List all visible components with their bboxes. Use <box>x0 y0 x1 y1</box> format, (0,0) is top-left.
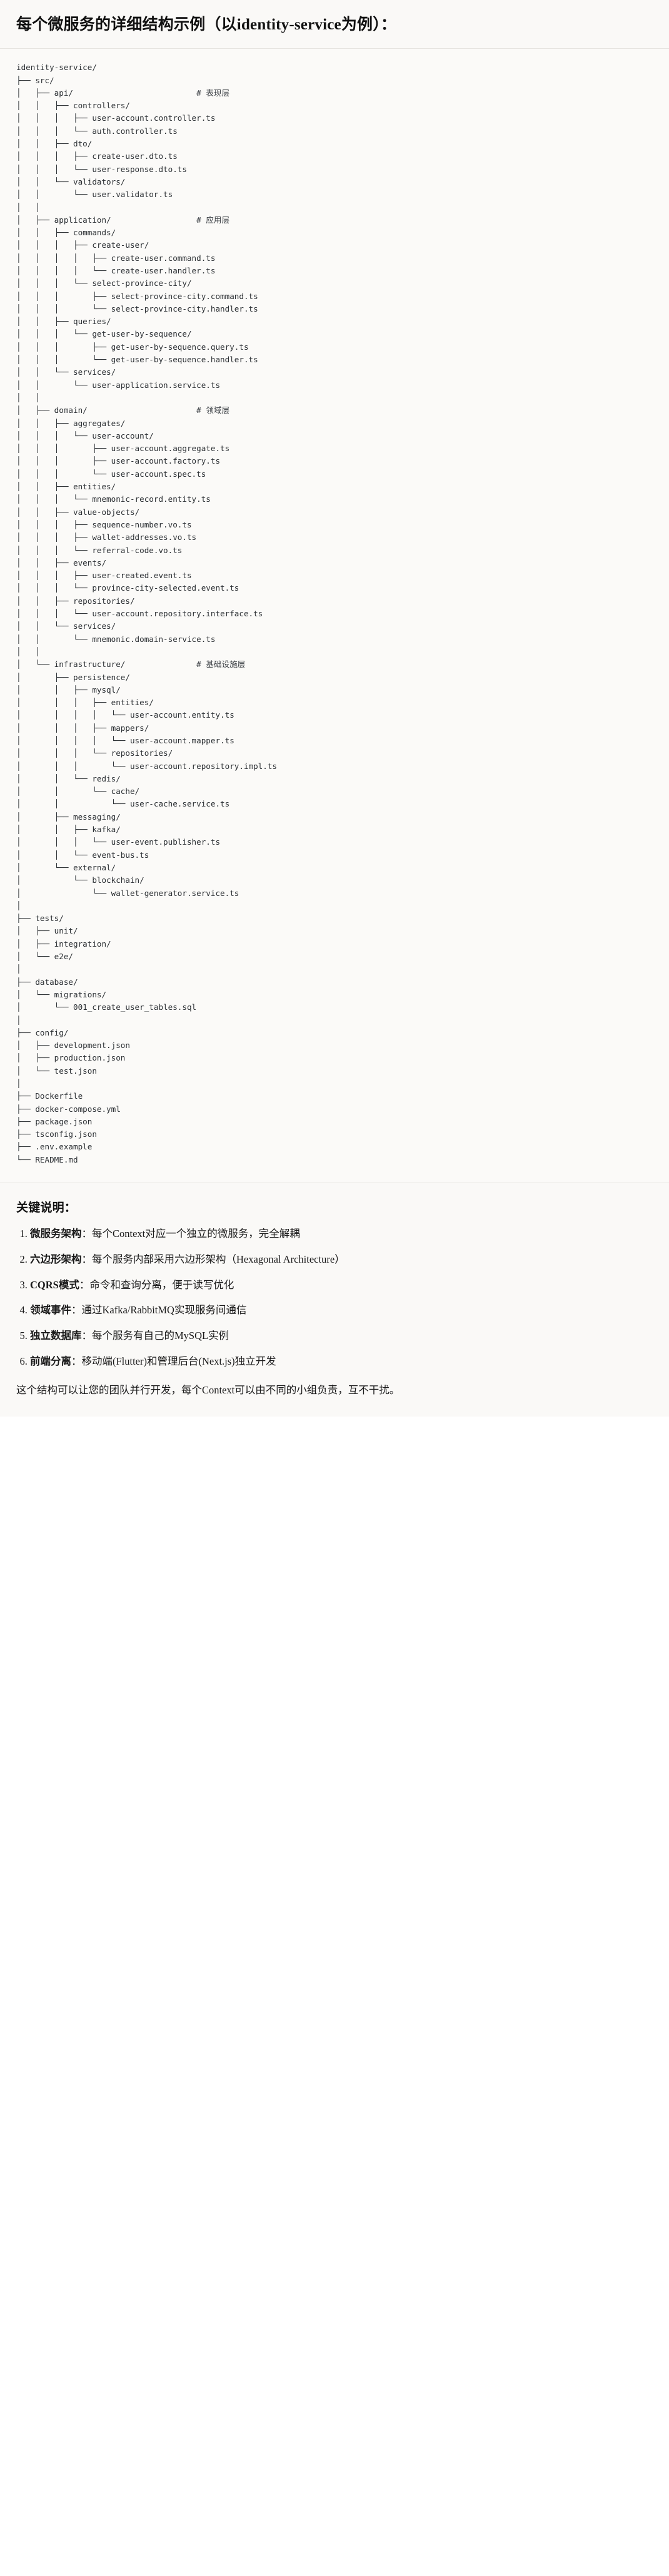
tree-layer-comment: # 表现层 <box>196 88 230 98</box>
key-note-description: 每个服务内部采用六边形架构（Hexagonal Architecture） <box>92 1253 345 1265</box>
key-note-term: 独立数据库 <box>30 1330 82 1342</box>
key-note-term: 微服务架构 <box>30 1228 82 1240</box>
key-note-item: 独立数据库：每个服务有自己的MySQL实例 <box>30 1328 653 1344</box>
page-title: 每个微服务的详细结构示例（以identity-service为例）： <box>16 16 397 33</box>
key-note-separator: ： <box>71 1355 82 1367</box>
key-notes-section: 关键说明： 微服务架构：每个Context对应一个独立的微服务，完全解耦六边形架… <box>0 1183 669 1417</box>
key-note-description: 通过Kafka/RabbitMQ实现服务间通信 <box>81 1304 247 1316</box>
tree-layer-comment: # 领域层 <box>196 405 230 415</box>
directory-tree-block: identity-service/ ├── src/ │ ├── api/ # … <box>0 49 669 1184</box>
key-note-term: 六边形架构 <box>30 1253 82 1265</box>
key-note-term: 领域事件 <box>30 1304 71 1316</box>
tree-layer-comment: # 基础设施层 <box>196 659 246 669</box>
key-note-term: 前端分离 <box>30 1355 71 1367</box>
directory-tree: identity-service/ ├── src/ │ ├── api/ # … <box>16 63 278 1164</box>
key-note-item: 微服务架构：每个Context对应一个独立的微服务，完全解耦 <box>30 1226 653 1242</box>
key-note-item: 领域事件：通过Kafka/RabbitMQ实现服务间通信 <box>30 1303 653 1318</box>
tree-layer-comment: # 应用层 <box>196 215 230 225</box>
key-note-separator: ： <box>81 1253 93 1265</box>
key-note-description: 命令和查询分离，便于读写优化 <box>89 1278 234 1291</box>
key-notes-list: 微服务架构：每个Context对应一个独立的微服务，完全解耦六边形架构：每个服务… <box>16 1226 653 1370</box>
key-note-item: CQRS模式：命令和查询分离，便于读写优化 <box>30 1278 653 1293</box>
key-note-item: 六边形架构：每个服务内部采用六边形架构（Hexagonal Architectu… <box>30 1252 653 1268</box>
key-note-item: 前端分离：移动端(Flutter)和管理后台(Next.js)独立开发 <box>30 1354 653 1370</box>
key-note-separator: ： <box>81 1330 93 1342</box>
title-section: 每个微服务的详细结构示例（以identity-service为例）： <box>0 0 669 49</box>
key-note-separator: ： <box>81 1228 93 1240</box>
key-note-description: 每个Context对应一个独立的微服务，完全解耦 <box>92 1228 300 1240</box>
key-note-separator: ： <box>79 1278 90 1291</box>
key-note-separator: ： <box>71 1304 82 1316</box>
closing-paragraph: 这个结构可以让您的团队并行开发，每个Context可以由不同的小组负责，互不干扰… <box>16 1383 400 1396</box>
key-note-description: 移动端(Flutter)和管理后台(Next.js)独立开发 <box>81 1355 276 1367</box>
key-notes-heading: 关键说明： <box>16 1201 77 1215</box>
key-note-term: CQRS模式 <box>30 1278 79 1291</box>
key-note-description: 每个服务有自己的MySQL实例 <box>92 1330 229 1342</box>
